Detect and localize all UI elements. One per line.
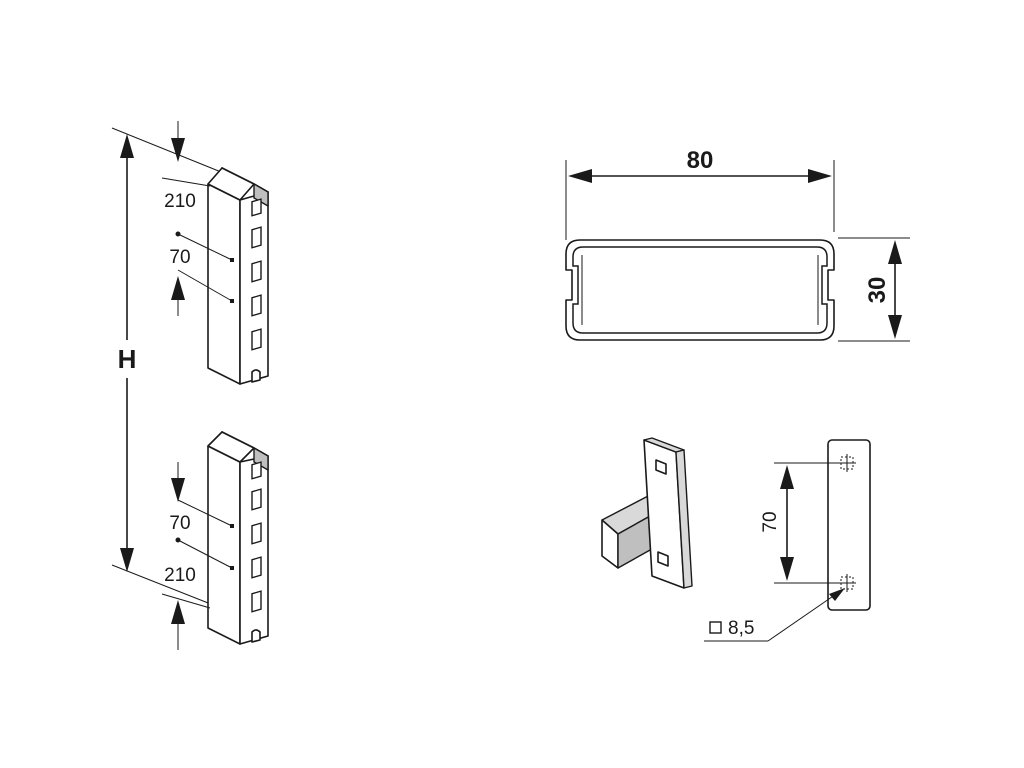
bottom-pitch-label: 70 [169,513,190,534]
hole-size-callout: 8,5 [704,588,845,642]
top-offset-label: 210 [164,191,196,212]
section-width-dimension: 80 [565,147,835,240]
connector-plate-front [827,439,871,611]
connector-pitch-dimension: 70 [760,462,843,584]
upright-top-dimensions: 210 70 [161,121,233,316]
upright-bottom-segment [207,431,269,645]
upright-height-dimension: H [111,127,237,615]
bottom-offset-label: 210 [164,565,196,586]
section-depth-label: 30 [864,277,891,304]
square-hole-icon [709,621,722,634]
height-label: H [118,344,137,374]
section-depth-dimension: 30 [838,237,910,342]
hole-size-label: 8,5 [728,618,754,639]
section-width-label: 80 [687,147,714,174]
beam-connector-3d [601,437,693,589]
top-pitch-label: 70 [169,247,190,268]
upright-bottom-dimensions: 70 210 [161,462,233,650]
connector-pitch-label: 70 [760,511,781,532]
profile-section [565,239,835,341]
upright-top-segment [207,167,269,385]
